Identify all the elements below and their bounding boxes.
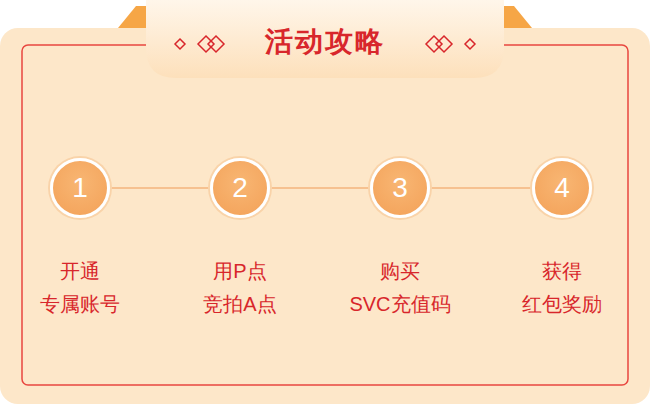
tab-ear: [118, 6, 150, 28]
step-number: 1: [53, 161, 107, 215]
step-connector: [110, 187, 210, 189]
step-number: 3: [373, 161, 427, 215]
panel: [0, 28, 650, 404]
step-caption: 获得 红包奖励: [522, 255, 602, 321]
step-circle: 3购买 SVC充值码: [370, 158, 430, 218]
step-circle: 2用P点 竞拍A点: [210, 158, 270, 218]
step-caption: 开通 专属账号: [40, 255, 120, 321]
step-number: 4: [535, 161, 589, 215]
step-circle: 1开通 专属账号: [50, 158, 110, 218]
title: 活动攻略: [0, 22, 650, 62]
step-caption: 用P点 竞拍A点: [203, 255, 276, 321]
step-number: 2: [213, 161, 267, 215]
tab-ear: [500, 6, 532, 28]
step-circle: 4获得 红包奖励: [532, 158, 592, 218]
panel-border: [22, 45, 628, 385]
step-caption: 购买 SVC充值码: [349, 255, 450, 321]
step-connector: [270, 187, 370, 189]
step-connector: [430, 187, 532, 189]
